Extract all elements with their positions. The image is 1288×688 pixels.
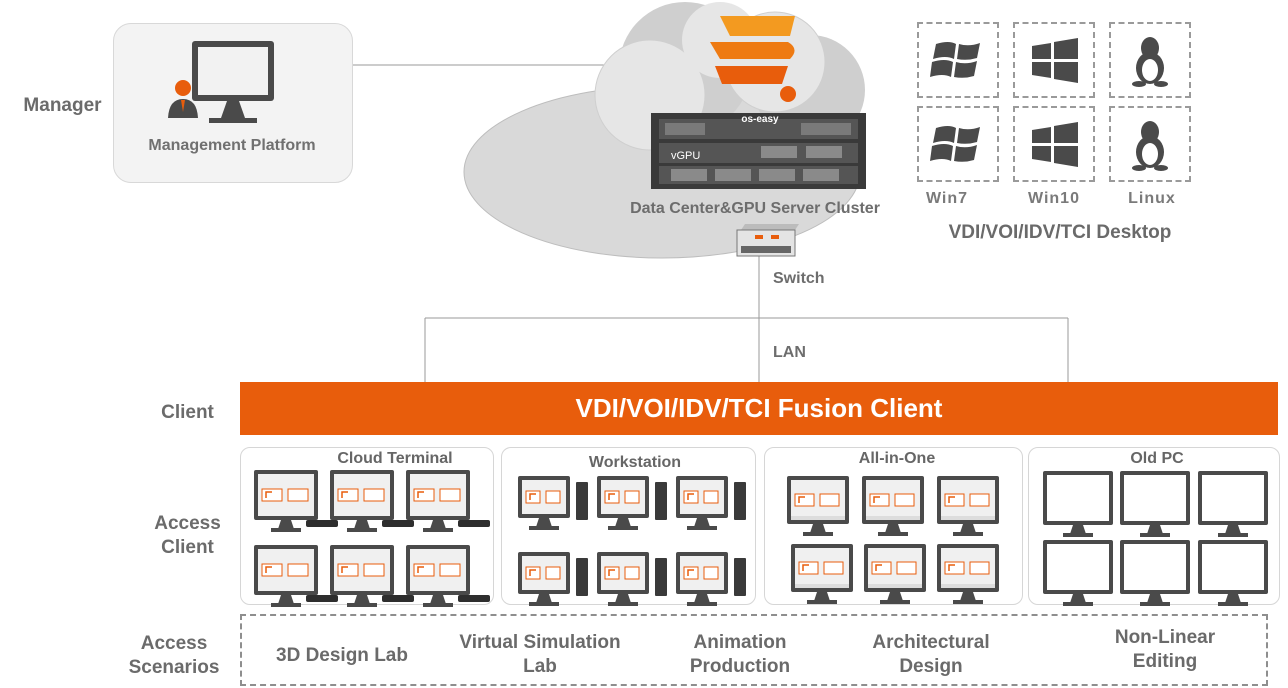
os-tile-linux-a: [1109, 22, 1191, 98]
panel-title-workstation: Workstation: [588, 454, 682, 471]
scenario-virtual-simulation-lab: Virtual Simulation Lab: [459, 632, 621, 677]
fusion-client-bar: VDI/VOI/IDV/TCI Fusion Client: [240, 382, 1278, 435]
linux-icon: [1132, 37, 1168, 87]
label-access-client: Access Client: [154, 513, 221, 558]
panel-title-old-pc: Old PC: [1130, 450, 1184, 467]
win7-icon: [930, 42, 980, 78]
label-access-scenarios: Access Scenarios: [128, 633, 220, 678]
panel-title-cloud-terminal: Cloud Terminal: [337, 450, 453, 467]
win10-icon: [1032, 122, 1078, 167]
switch-label: Switch: [773, 270, 825, 287]
lan-label: LAN: [773, 344, 806, 361]
os-label-win7: Win7: [925, 190, 969, 207]
panel-title-all-in-one: All-in-One: [858, 450, 936, 467]
panel-all-in-one: [764, 447, 1023, 605]
panel-old-pc: [1028, 447, 1280, 605]
desktop-types-label: VDI/VOI/IDV/TCI Desktop: [948, 222, 1172, 243]
datacenter-label: Data Center&GPU Server Cluster: [630, 200, 880, 217]
os-tile-linux-b: [1109, 106, 1191, 182]
os-easy-logo-icon: [710, 16, 796, 102]
os-tile-win7-b: [917, 106, 999, 182]
os-label-linux: Linux: [1128, 190, 1176, 207]
vgpu-label: vGPU: [671, 150, 701, 162]
scenario-architectural-design: Architectural Design: [872, 632, 990, 677]
os-tile-win7-a: [917, 22, 999, 98]
scenario-animation-production: Animation Production: [689, 632, 791, 677]
os-tile-win10-a: [1013, 22, 1095, 98]
win10-icon: [1032, 38, 1078, 83]
os-label-win10: Win10: [1028, 190, 1080, 207]
os-tile-win10-b: [1013, 106, 1095, 182]
scenario-non-linear-editing: Non-Linear Editing: [1114, 627, 1216, 672]
panel-cloud-terminal: [240, 447, 494, 605]
label-client: Client: [161, 402, 214, 423]
linux-icon: [1132, 121, 1168, 171]
label-manager: Manager: [23, 95, 102, 116]
scenarios-box: [240, 614, 1268, 686]
win7-icon: [930, 126, 980, 162]
scenario-3d-design-lab: 3D Design Lab: [276, 645, 408, 666]
server-cluster-icon: [651, 113, 866, 189]
switch-icon: [736, 224, 799, 257]
management-platform-label: Management Platform: [148, 137, 316, 154]
server-brand-label: os-easy: [741, 114, 779, 125]
management-computer-icon: [168, 41, 274, 123]
